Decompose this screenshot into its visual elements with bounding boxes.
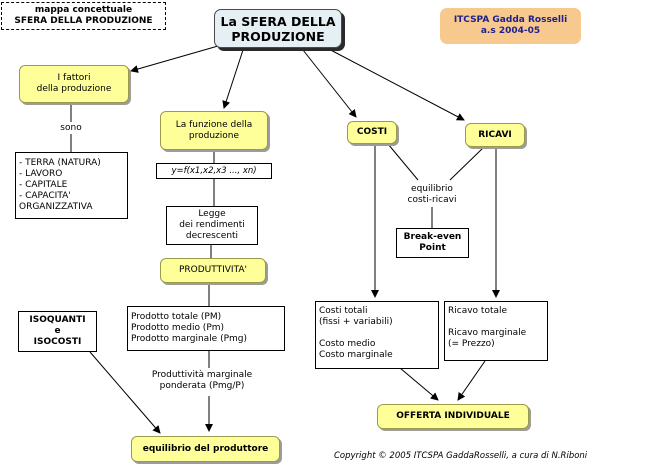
edge-costi-equilibrio — [387, 143, 419, 181]
node-fattori[interactable]: I fattori della produzione — [19, 65, 129, 103]
node-ricavi-list[interactable]: Ricavo totale Ricavo marginale (= Prezzo… — [444, 301, 548, 361]
edge-title-costi — [302, 49, 357, 118]
map-caption: mappa concettuale SFERA DELLA PRODUZIONE — [1, 2, 166, 30]
edge-costilist-offerta — [399, 367, 439, 401]
node-costi[interactable]: COSTI — [347, 121, 397, 144]
school-badge-name: ITCSPA Gadda Rosselli — [453, 15, 568, 25]
edge-title-fattori — [130, 45, 219, 73]
label-produttivita-marginale: Produttività marginale ponderata (Pmg/P) — [138, 370, 266, 392]
node-prodotti[interactable]: Prodotto totale (PM) Prodotto medio (Pm)… — [127, 306, 285, 351]
main-title[interactable]: La SFERA DELLA PRODUZIONE — [214, 9, 342, 48]
node-formula[interactable]: y=f(x1,x2,x3 ..., xn) — [156, 163, 272, 179]
node-offerta[interactable]: OFFERTA INDIVIDUALE — [377, 404, 529, 429]
edge-title-funzione — [222, 49, 244, 109]
edge-ricavilist-offerta — [457, 360, 486, 401]
node-equilibrio-produttore[interactable]: equilibrio del produttore — [131, 436, 280, 462]
edge-ricavi-equilibrio — [449, 146, 485, 181]
map-caption-line2: SFERA DELLA PRODUZIONE — [14, 16, 153, 26]
node-legge[interactable]: Legge dei rendimenti decrescenti — [166, 206, 258, 245]
node-fattori-list[interactable]: - TERRA (NATURA) - LAVORO - CAPITALE - C… — [15, 152, 128, 219]
school-badge: ITCSPA Gadda Rosselli a.s 2004-05 — [440, 8, 581, 44]
label-sono: sono — [60, 123, 82, 133]
copyright-text: Copyright © 2005 ITCSPA GaddaRosselli, a… — [334, 451, 588, 461]
map-caption-line1: mappa concettuale — [34, 5, 133, 15]
edge-isoquanti-equilibrio — [89, 351, 161, 434]
node-isoquanti[interactable]: ISOQUANTI e ISOCOSTI — [18, 311, 97, 352]
node-costi-list[interactable]: Costi totali (fissi + variabili) Costo m… — [315, 301, 439, 369]
node-funzione[interactable]: La funzione della produzione — [160, 111, 268, 150]
edge-title-ricavi — [322, 45, 465, 121]
label-equilibrio-costi-ricavi: equilibrio costi-ricavi — [393, 184, 471, 206]
node-produttivita[interactable]: PRODUTTIVITA' — [160, 258, 266, 283]
node-ricavi[interactable]: RICAVI — [465, 123, 525, 147]
school-badge-year: a.s 2004-05 — [480, 26, 541, 36]
node-break-even[interactable]: Break-even Point — [396, 228, 469, 258]
